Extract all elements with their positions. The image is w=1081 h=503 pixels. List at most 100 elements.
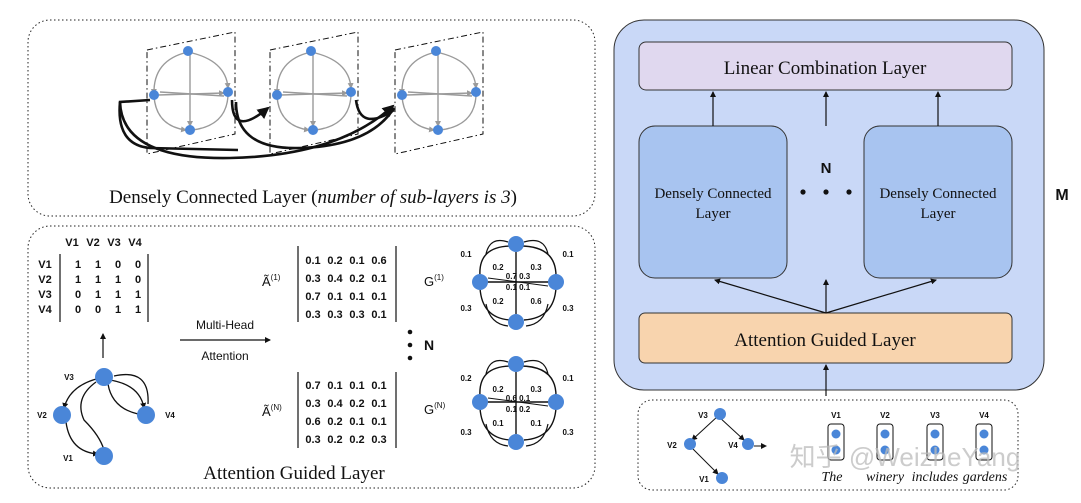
token-word: The — [822, 470, 843, 485]
adjacency-cell: 0 — [75, 289, 81, 301]
model-n-label: N — [821, 160, 832, 177]
g1-weight: 0.3 — [460, 304, 472, 313]
attention-cell: 0.2 — [327, 434, 342, 446]
graph-node — [397, 90, 407, 100]
weighted-graph-N: 0.2 0.1 0.3 0.3 0.2 0.3 0.1 0.1 0.6 0.1 … — [460, 356, 574, 450]
attnN-label: Ã(N) — [262, 403, 282, 419]
tree-label-v3: V3 — [698, 411, 708, 420]
attention-cell: 0.3 — [305, 309, 320, 321]
attention-cell: 0.1 — [349, 291, 364, 303]
graph-node — [508, 314, 524, 330]
graph-node — [508, 434, 524, 450]
adjacency-cell: 0 — [135, 274, 141, 286]
attention-cell: 0.1 — [371, 291, 386, 303]
adj-row-header: V1 — [38, 259, 51, 271]
model-arrows — [710, 91, 941, 396]
graph-node — [183, 46, 193, 56]
adjacency-cell: 1 — [115, 289, 121, 301]
densely-connected-box-right — [863, 125, 1013, 279]
linear-combination-layer-box — [638, 41, 1013, 91]
g1-weight: 0.2 — [492, 263, 504, 272]
graph-node — [508, 236, 524, 252]
adjacency-cell: 1 — [95, 289, 101, 301]
adjacency-cell: 0 — [135, 259, 141, 271]
graph-node — [346, 87, 356, 97]
ellipsis-dot — [407, 329, 413, 335]
attention-cell: 0.1 — [371, 416, 386, 428]
graph-node — [272, 90, 282, 100]
token-word: winery — [866, 470, 905, 485]
densely-connected-caption: Densely Connected Layer (number of sub-l… — [109, 187, 517, 208]
attention-cell: 0.4 — [327, 398, 343, 410]
attention-cell: 0.6 — [371, 255, 386, 267]
g1-center-weight: 0.1 0.1 — [506, 283, 531, 292]
dependency-graph: V3 V2 V4 V1 — [37, 368, 175, 465]
attention-cell: 0.2 — [349, 398, 364, 410]
attention-cell: 0.1 — [327, 291, 342, 303]
adjacency-cell: 1 — [75, 259, 81, 271]
graph-label-v2: V2 — [37, 411, 47, 420]
gN-center-weight: 0.1 0.2 — [506, 405, 531, 414]
gN-center-weight: 0.6 0.1 — [506, 394, 531, 403]
attention-guided-layer-label: Attention Guided Layer — [734, 330, 916, 351]
adjacency-cell: 1 — [75, 274, 81, 286]
attention-cell: 0.7 — [305, 380, 320, 392]
attention-cell: 0.1 — [349, 380, 364, 392]
attention-guided-panel-border — [27, 225, 596, 489]
densely-connected-right-line2: Layer — [921, 206, 956, 222]
adjacency-cell: 1 — [135, 304, 141, 316]
attention-cell: 0.1 — [371, 309, 386, 321]
graph-node — [149, 90, 159, 100]
adj-row-header: V3 — [38, 289, 51, 301]
adjacency-cell: 0 — [75, 304, 81, 316]
tree-label-v4: V4 — [728, 441, 738, 450]
gN-weight: 0.1 — [492, 419, 504, 428]
attention-cell: 0.1 — [349, 416, 364, 428]
attention-cell: 0.3 — [305, 398, 320, 410]
g1-weight: 0.6 — [530, 297, 542, 306]
graph-label-v1: V1 — [63, 454, 73, 463]
ellipsis-dot — [800, 189, 806, 195]
watermark: 知乎 @WeizheYang — [790, 442, 1021, 472]
g1-weight: 0.1 — [562, 250, 574, 259]
densely-connected-right-line1: Densely Connected — [879, 186, 997, 202]
attention-cell: 0.1 — [371, 398, 386, 410]
attn1-label: Ã(1) — [262, 273, 281, 289]
token-header: V1 — [831, 411, 841, 420]
adj-col-header: V3 — [107, 237, 120, 249]
densely-connected-left-line2: Layer — [696, 206, 731, 222]
attention-cell: 0.1 — [371, 380, 386, 392]
ellipsis-dot — [846, 189, 852, 195]
attention-cell: 0.2 — [349, 273, 364, 285]
input-tree: V3 V2 V4 V1 — [667, 408, 767, 484]
graph-node — [508, 356, 524, 372]
graph-node — [742, 438, 754, 450]
graph-node — [548, 394, 564, 410]
densely-connected-box-left — [638, 125, 788, 279]
multihead-label-line2: Attention — [201, 349, 248, 363]
attention-cell: 0.4 — [327, 273, 343, 285]
adjacency-cell: 1 — [115, 274, 121, 286]
graph-node-v4 — [137, 406, 155, 424]
graph-node-v2 — [53, 406, 71, 424]
graph-node — [548, 274, 564, 290]
input-sentence-border — [637, 399, 1019, 491]
adjacency-cell: 0 — [95, 304, 101, 316]
attention-cell: 0.2 — [349, 434, 364, 446]
densely-connected-left-line1: Densely Connected — [654, 186, 772, 202]
sublayer-graph-1 — [149, 46, 233, 135]
g1-weight: 0.1 — [460, 250, 472, 259]
adjacency-cell: 1 — [95, 259, 101, 271]
graph-node — [472, 394, 488, 410]
attention-cell: 0.1 — [371, 273, 386, 285]
model-block: Linear Combination Layer Densely Connect… — [613, 19, 1069, 396]
model-m-label: M — [1055, 187, 1068, 204]
input-sentence-panel: V3 V2 V4 V1 V1 V2 V3 V4 The winery inclu… — [637, 399, 1021, 491]
graph-node — [223, 87, 233, 97]
graph-label-v3: V3 — [64, 373, 74, 382]
graph-node — [433, 125, 443, 135]
graph-node — [714, 408, 726, 420]
g1-weight: 0.2 — [492, 297, 504, 306]
